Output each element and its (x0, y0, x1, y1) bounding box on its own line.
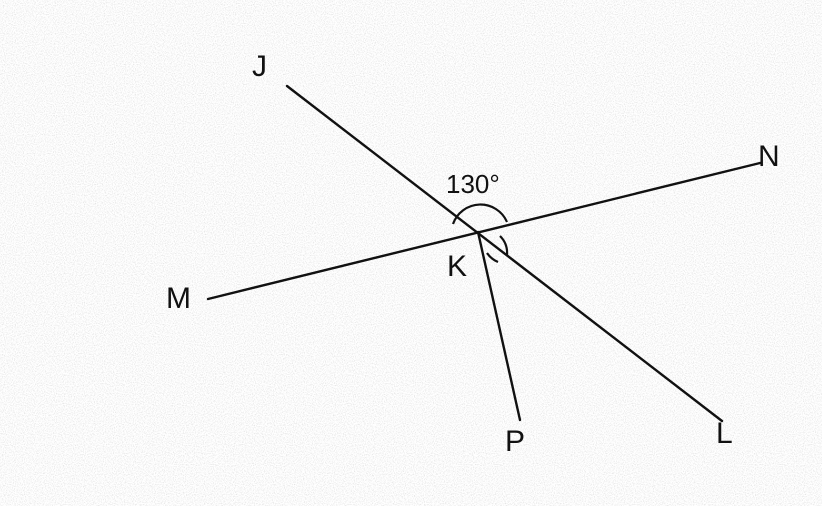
line-mn (206, 161, 762, 301)
angle-arc-130 (451, 203, 509, 225)
point-label-m: M (166, 282, 191, 315)
point-label-p: P (505, 425, 525, 458)
ray-kp (476, 230, 522, 422)
point-label-n: N (758, 140, 780, 173)
point-label-l: L (716, 417, 733, 450)
line-jl (285, 84, 724, 423)
point-label-k: K (447, 250, 467, 283)
angle-label-130: 130° (446, 169, 500, 199)
point-label-j: J (252, 50, 267, 83)
angle-marker-small (499, 235, 509, 256)
angle-marker-pkl (486, 252, 499, 264)
